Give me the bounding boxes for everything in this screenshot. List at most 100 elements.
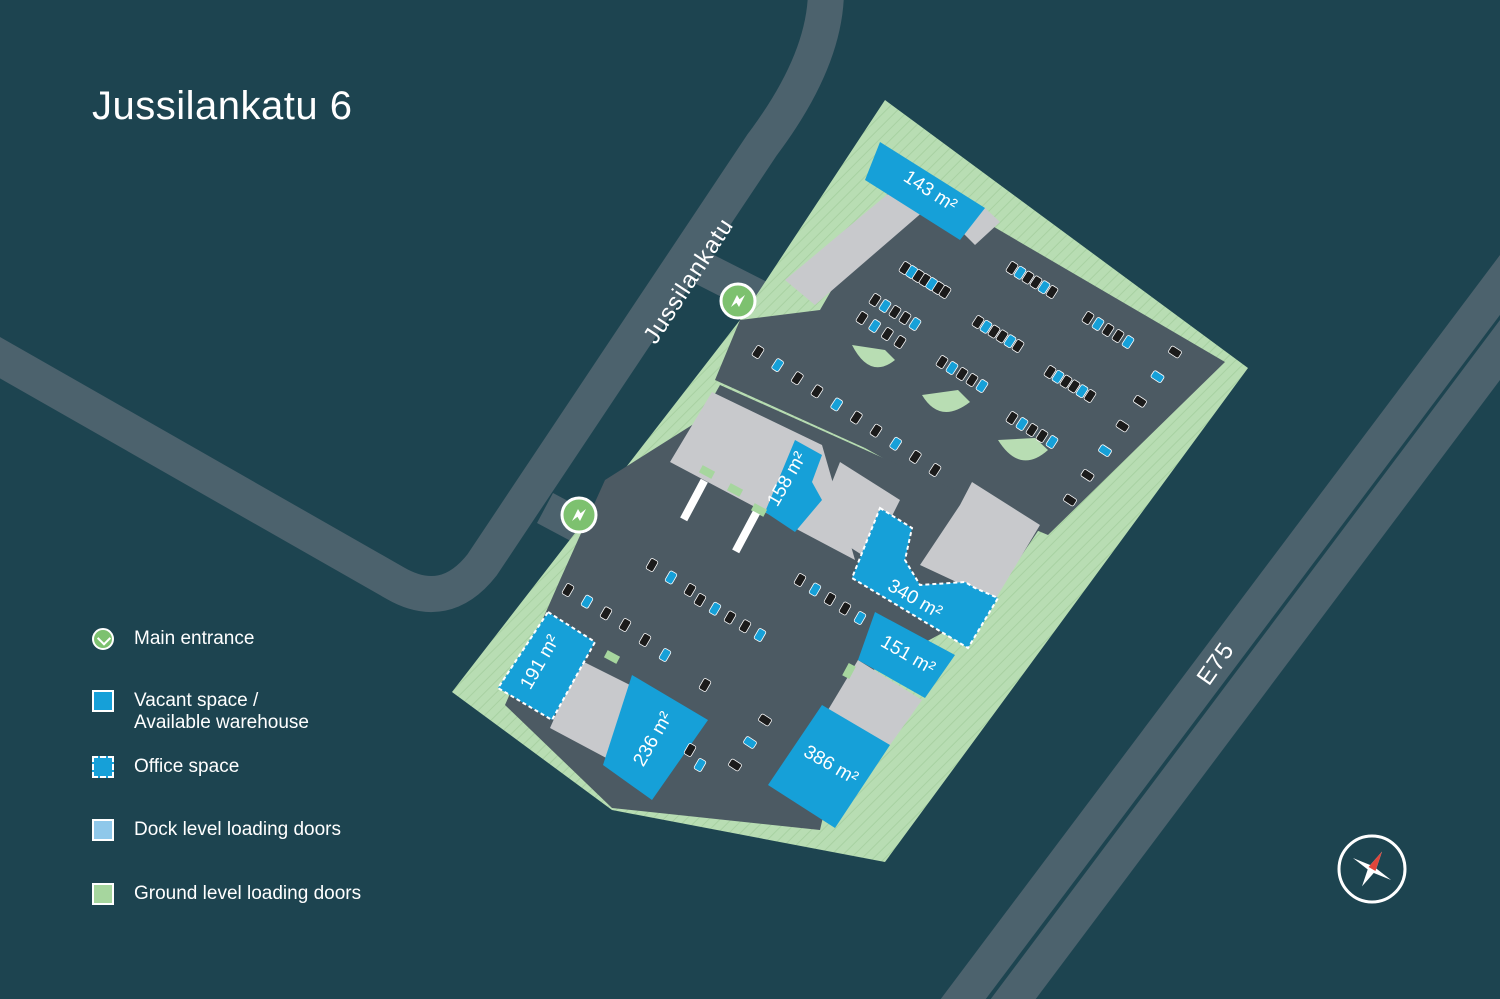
legend-item-ground: Ground level loading doors	[92, 883, 432, 905]
parked-car	[830, 397, 843, 412]
parked-car	[1081, 311, 1095, 325]
parked-car	[808, 582, 822, 597]
parked-car	[771, 358, 784, 372]
parked-car	[1133, 395, 1147, 408]
parked-car	[1021, 270, 1035, 285]
parked-car	[743, 736, 757, 749]
parked-car	[791, 371, 804, 386]
parked-car	[853, 611, 867, 625]
legend-item-entrance: Main entrance	[92, 628, 432, 650]
parked-car	[878, 299, 892, 313]
legend-item-dock: Dock level loading doors	[92, 819, 432, 841]
parked-car	[1045, 285, 1059, 299]
building-north	[785, 188, 925, 305]
parked-car	[889, 436, 902, 451]
parked-car	[1083, 389, 1097, 403]
parked-car	[935, 355, 949, 369]
parked-car	[1080, 469, 1095, 482]
legend-label-dock: Dock level loading doors	[134, 819, 342, 840]
dock-loading-ramp	[732, 510, 760, 554]
office-swatch	[92, 756, 114, 778]
parked-car	[987, 324, 1001, 339]
ground-loading-door	[750, 503, 768, 517]
parked-car	[975, 379, 989, 393]
parked-car	[850, 410, 863, 425]
parked-car	[1005, 411, 1019, 425]
parked-car	[658, 648, 672, 662]
vacant-swatch	[92, 690, 114, 712]
parked-car	[753, 628, 767, 642]
parked-car	[965, 373, 979, 387]
parked-car	[758, 713, 772, 727]
building-central	[670, 392, 855, 560]
parked-car	[855, 311, 869, 325]
vacant-units	[496, 142, 1000, 828]
parked-car	[1011, 339, 1025, 353]
parked-car	[1067, 379, 1081, 394]
parked-car	[723, 610, 737, 625]
main-entrance-north[interactable]	[719, 282, 757, 320]
parked-car	[638, 633, 652, 647]
main-entrance-south[interactable]	[560, 496, 598, 534]
parked-car	[1037, 280, 1051, 295]
parked-car	[881, 327, 894, 341]
unit-236-shape[interactable]	[603, 675, 708, 800]
parked-car	[1075, 384, 1089, 399]
parked-car	[1043, 365, 1057, 379]
parked-car	[664, 570, 678, 585]
legend-label-vacant-line1: Vacant space /	[134, 690, 259, 711]
parked-car	[1150, 370, 1165, 383]
dock-swatch	[92, 819, 114, 841]
page-title: Jussilankatu 6	[92, 84, 353, 128]
parked-car	[869, 423, 883, 438]
parked-car	[580, 594, 594, 609]
parked-car	[1063, 493, 1077, 507]
parked-car	[793, 573, 807, 587]
legend-item-office: Office space	[92, 756, 432, 778]
dock-loading-ramp	[680, 478, 708, 522]
parked-car	[898, 311, 912, 325]
parked-car	[971, 315, 985, 329]
parked-car	[1091, 317, 1105, 331]
unit-386-shape[interactable]	[768, 705, 890, 828]
parked-car	[909, 450, 922, 464]
parked-car	[645, 558, 659, 572]
unit-191-shape[interactable]	[496, 610, 597, 722]
entrance-icon	[731, 295, 745, 307]
unit-143-shape[interactable]	[865, 142, 985, 240]
ground-loading-door	[842, 662, 856, 680]
legend-label-office: Office space	[134, 756, 240, 777]
parked-car	[1025, 423, 1039, 437]
buildings	[550, 188, 1040, 760]
parked-car	[1005, 261, 1019, 275]
parked-car	[1115, 419, 1130, 433]
parked-car	[1051, 369, 1065, 384]
unit-158-shape[interactable]	[765, 440, 822, 532]
parked-car	[1035, 429, 1049, 443]
parked-car	[955, 367, 969, 381]
parked-car	[868, 319, 881, 333]
building-south-center	[828, 660, 922, 745]
legend-label-vacant-line2: Available warehouse	[134, 712, 309, 733]
parked-car	[728, 758, 742, 772]
parking-island	[852, 345, 895, 368]
entrance-icon	[572, 509, 586, 521]
parked-car	[1121, 335, 1135, 349]
compass-icon	[1337, 834, 1407, 904]
parked-car	[751, 345, 765, 359]
building-east	[920, 482, 1040, 600]
parking-cars	[561, 261, 1182, 772]
legend-label-entrance: Main entrance	[134, 628, 255, 649]
unit-151-shape[interactable]	[858, 612, 955, 698]
parked-car	[599, 606, 613, 621]
unit-340-shape[interactable]	[850, 506, 1000, 650]
parked-car	[1003, 334, 1017, 349]
parked-car	[1098, 444, 1112, 457]
ground-swatch	[92, 883, 114, 905]
parked-car	[810, 384, 824, 399]
parked-car	[888, 305, 902, 319]
parked-car	[683, 743, 697, 757]
ground-loading-door	[698, 465, 716, 479]
parked-car	[838, 601, 852, 616]
